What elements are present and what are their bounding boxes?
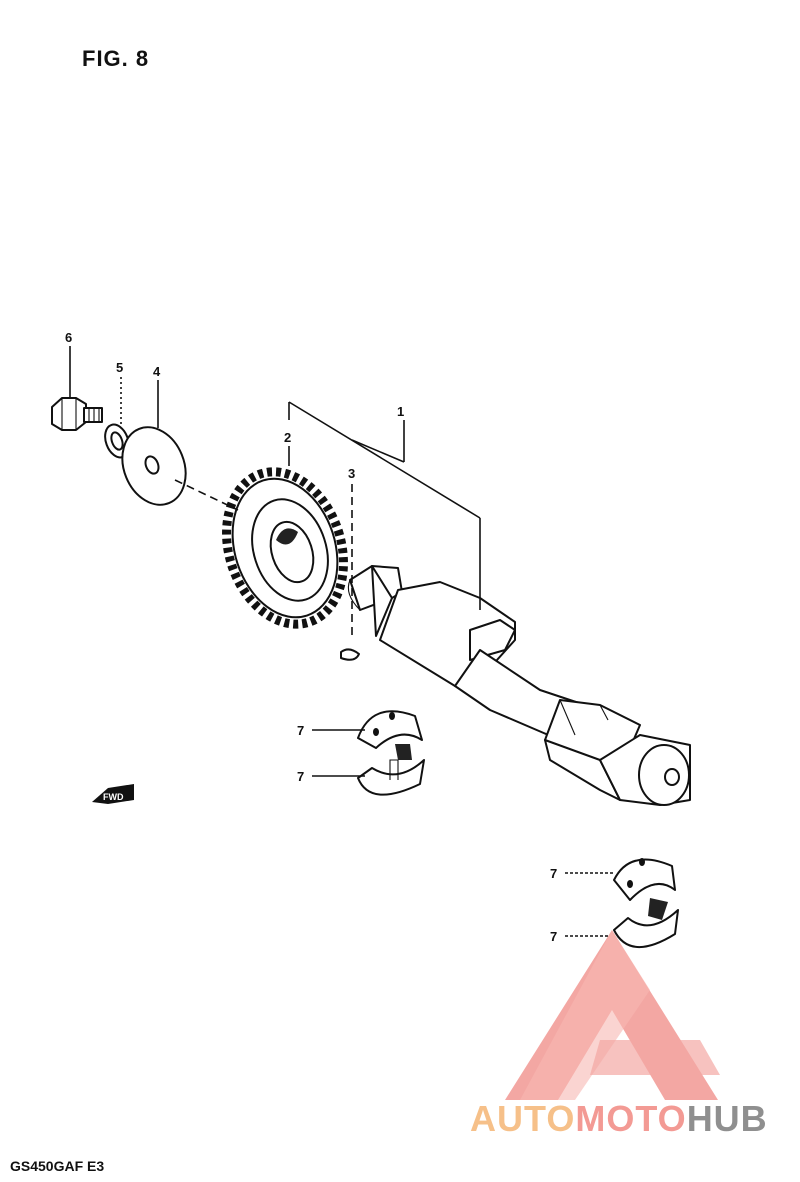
figure-title: FIG. 8 <box>82 46 150 71</box>
callout-7-a: 7 <box>297 723 304 738</box>
watermark-text-auto: AUTO <box>470 1098 576 1139</box>
bearing-part-7-upper-b <box>357 744 425 796</box>
bearing-part-7-upper-a <box>357 710 423 749</box>
watermark-logo <box>505 930 720 1100</box>
callout-2: 2 <box>284 430 291 445</box>
bearing-part-7-lower-b <box>613 898 679 949</box>
bearing-part-7-lower-a <box>613 858 676 901</box>
watermark-text-hub: HUB <box>686 1098 768 1139</box>
key-part-3 <box>340 648 360 661</box>
model-code-label: GS450GAF E3 <box>10 1158 105 1174</box>
leader-lines <box>69 346 615 937</box>
washer-part-4 <box>121 426 187 506</box>
callout-7-d: 7 <box>550 929 557 944</box>
callout-3: 3 <box>348 466 355 481</box>
callout-5: 5 <box>116 360 123 375</box>
gear-part-2 <box>222 467 348 629</box>
callout-1: 1 <box>397 404 404 419</box>
callout-7-c: 7 <box>550 866 557 881</box>
callout-4: 4 <box>153 364 161 379</box>
forward-label: FWD <box>103 792 124 802</box>
balancer-shaft-part-1 <box>347 565 691 806</box>
bolt-part-6 <box>51 397 103 431</box>
watermark-text-moto: MOTO <box>575 1098 687 1139</box>
watermark-text: AUTOMOTOHUB <box>470 1098 768 1140</box>
callout-6: 6 <box>65 330 72 345</box>
forward-direction-arrow: FWD <box>92 784 134 804</box>
callout-7-b: 7 <box>297 769 304 784</box>
